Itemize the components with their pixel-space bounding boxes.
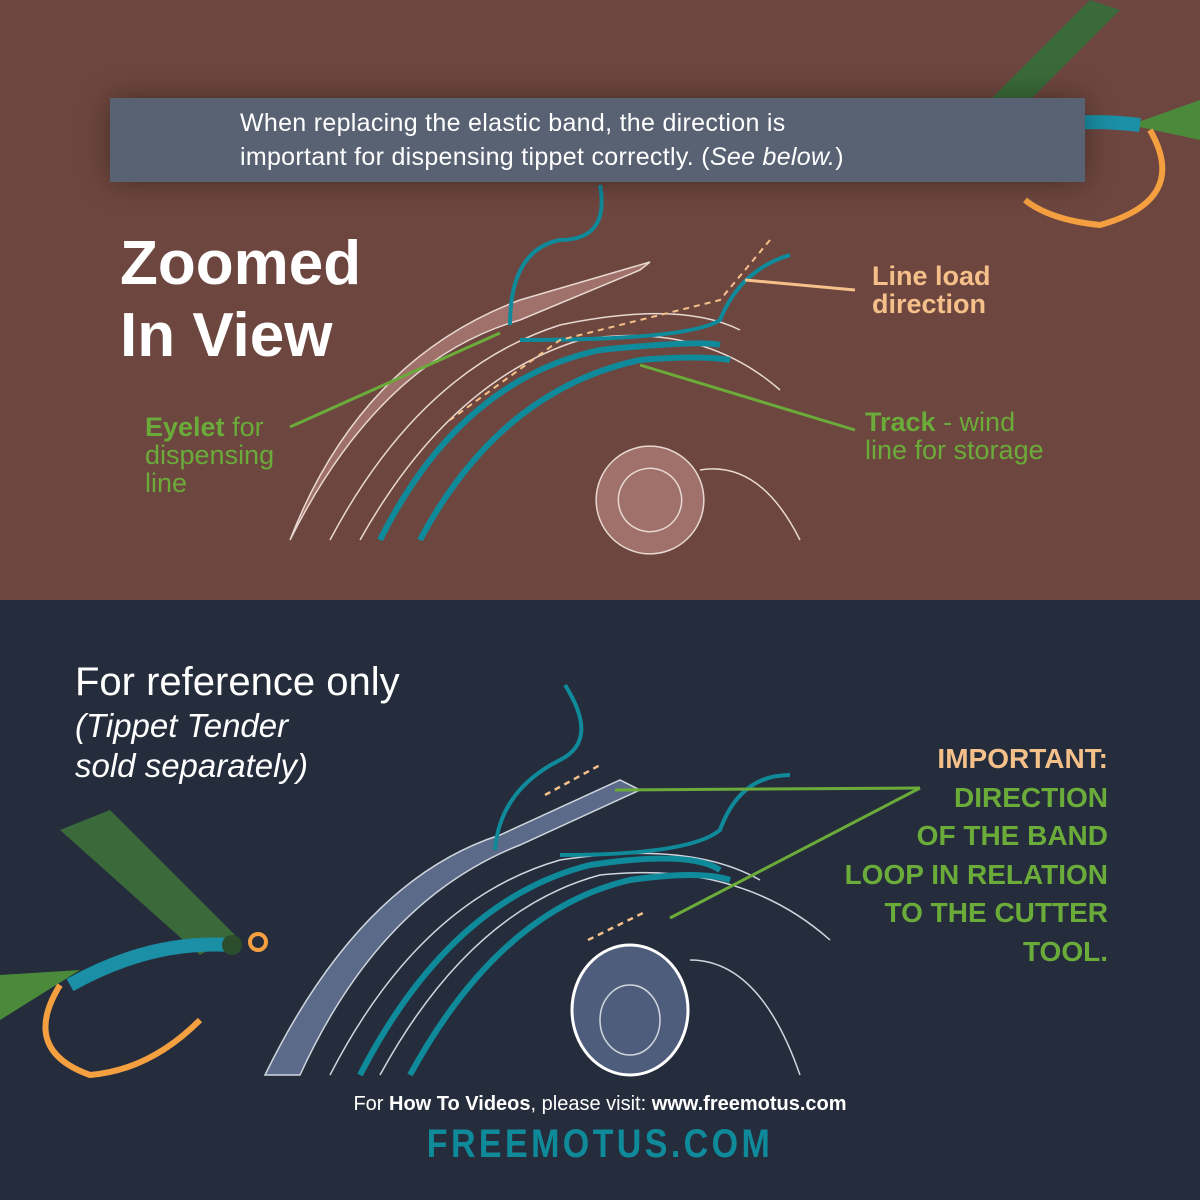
eyelet-bold: Eyelet: [145, 412, 225, 442]
reference-title: For reference only: [75, 660, 400, 704]
title-line-1: Zoomed: [120, 229, 362, 298]
banner-line-1: When replacing the elastic band, the dir…: [240, 109, 786, 137]
teal-line-bottom-2: [407, 872, 731, 1077]
banner-line-2: important for dispensing tippet correctl…: [240, 143, 710, 171]
instruction-banner: When replacing the elastic band, the dir…: [110, 98, 1085, 182]
ref-sub-2: sold separately): [75, 747, 308, 784]
see-below: See below.: [709, 143, 836, 171]
important-note: IMPORTANT: DIRECTION OF THE BAND LOOP IN…: [845, 740, 1108, 971]
track-2: line for storage: [865, 435, 1044, 465]
track-pointer: [639, 363, 856, 432]
teal-line-bottom-1: [357, 855, 722, 1077]
teal-line-track-2: [417, 354, 731, 542]
tippet-tender-zoomed-illustration: [289, 261, 801, 555]
banner-line-2-end: ): [835, 143, 844, 171]
banner-text: When replacing the elastic band, the dir…: [240, 106, 844, 174]
teal-line-bottom-eyelet: [493, 683, 584, 851]
footer-visit-text: For How To Videos, please visit: www.fre…: [0, 1093, 1200, 1116]
track-rest: - wind: [935, 407, 1016, 437]
line-load-pointer: [744, 278, 856, 292]
tippet-tender-reference-illustration: [263, 779, 831, 1077]
teal-line-bottom-load: [559, 773, 791, 857]
fly-lure-icon-bottom: [0, 810, 268, 1079]
teal-line-eyelet: [508, 184, 604, 326]
track-bold: Track: [865, 407, 936, 437]
line-load-1: Line load: [872, 261, 991, 291]
eyelet-rest: for: [224, 412, 264, 442]
footer-middle: , please visit:: [530, 1093, 652, 1115]
important-pointer-2: [669, 786, 921, 920]
important-line: OF THE BAND: [916, 820, 1108, 851]
band-direction-arrow-2: [587, 910, 646, 942]
important-line: TO THE CUTTER: [884, 897, 1108, 928]
line-load-2: direction: [872, 289, 987, 319]
eyelet-3: line: [145, 468, 188, 498]
footer-prefix: For: [353, 1093, 390, 1115]
band-direction-arrow-1: [544, 763, 601, 797]
important-pointer-1: [614, 786, 921, 792]
important-line: LOOP IN RELATION: [844, 858, 1108, 890]
ref-sub-1: (Tippet Tender: [75, 707, 289, 744]
footer-how-to: How To Videos: [389, 1093, 531, 1115]
important-line: DIRECTION: [954, 781, 1108, 813]
brand-logo: FREEMOTUS.COM: [426, 1122, 774, 1166]
important-heading: IMPORTANT:: [937, 743, 1108, 774]
footer-url-link[interactable]: www.freemotus.com: [651, 1093, 847, 1115]
title-line-2: In View: [120, 301, 333, 370]
teal-line-track: [377, 340, 721, 542]
teal-line-load: [519, 253, 791, 342]
load-direction-arrows: [449, 239, 771, 421]
eyelet-pointer: [289, 331, 501, 429]
important-line: TOOL.: [1022, 935, 1108, 967]
eyelet-2: dispensing: [145, 440, 275, 470]
